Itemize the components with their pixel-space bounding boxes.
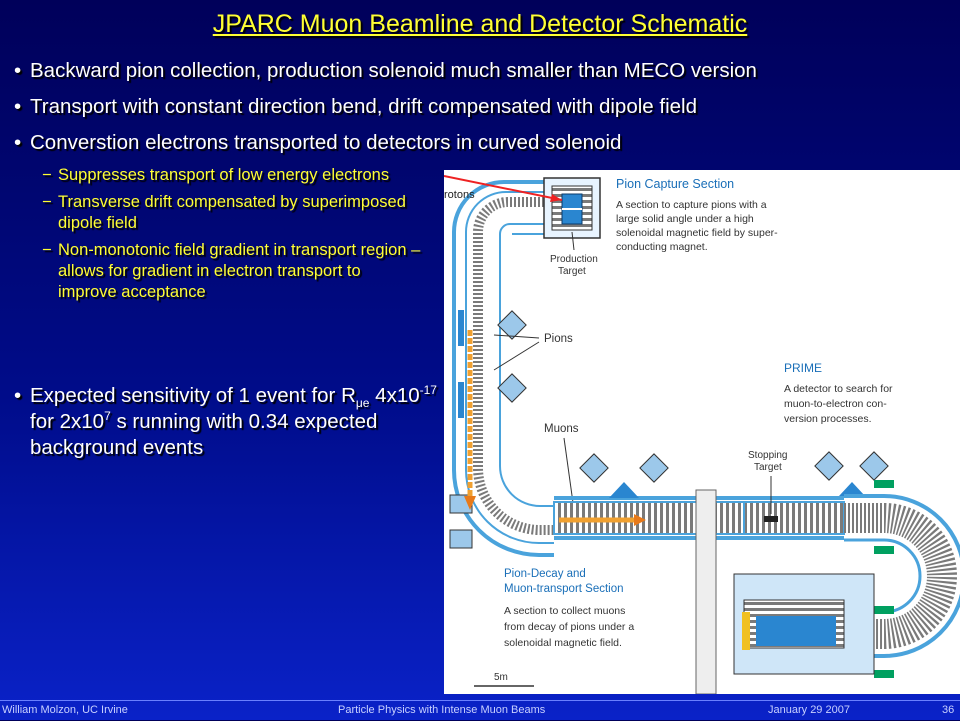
- curved-transport-upper: [452, 180, 564, 557]
- sub-bullet-item: −Transverse drift compensated by superim…: [42, 192, 422, 234]
- pion-capture-solenoid: [543, 177, 601, 239]
- muons-label: Muons: [544, 423, 579, 435]
- main-bullets: • Backward pion collection, production so…: [14, 58, 944, 166]
- bullet-text: Converstion electrons transported to det…: [30, 131, 622, 154]
- proton-arrowhead: [550, 194, 562, 202]
- bullet-text: Transport with constant direction bend, …: [30, 95, 697, 118]
- prime-desc-3: version processes.: [784, 413, 872, 425]
- prime-desc-1: A detector to search for: [784, 383, 893, 395]
- prime-title: PRIME: [784, 361, 822, 375]
- dash-icon: −: [42, 241, 52, 259]
- sensitivity-text-1: Expected sensitivity of 1 event for R: [30, 384, 356, 407]
- beamline-schematic: rotons Pion Capture Section A section to…: [444, 170, 960, 694]
- bullet-icon: •: [14, 384, 22, 407]
- pion-capture-desc-3: solenoidal magnetic field by super-: [616, 227, 778, 239]
- sub-bullet-item: −Non-monotonic field gradient in transpo…: [42, 240, 422, 303]
- stopping-target: [764, 516, 778, 522]
- bullet-icon: •: [14, 131, 22, 154]
- sensitivity-text-4: s running with 0.34 expected background …: [30, 410, 378, 459]
- decay-section-title-1: Pion-Decay and: [504, 568, 586, 580]
- pions-label: Pions: [544, 333, 573, 345]
- stopping-target-label-1: Stopping: [748, 450, 787, 461]
- sub-bullet-text: Non-monotonic field gradient in transpor…: [58, 241, 421, 301]
- prime-ring: [744, 480, 960, 678]
- sub-bullet-text: Suppresses transport of low energy elect…: [58, 166, 390, 184]
- prime-desc-2: muon-to-electron con-: [784, 398, 887, 410]
- detector-solenoid: [733, 573, 875, 675]
- production-target-label-2: Target: [558, 266, 586, 277]
- decay-desc-1: A section to collect muons: [504, 605, 625, 617]
- sensitivity-exponent-1: -17: [419, 383, 437, 398]
- protons-label: rotons: [444, 189, 475, 201]
- pion-collimators: [449, 310, 540, 549]
- decay-desc-2: from decay of pions under a: [504, 621, 634, 633]
- bullet-item: • Transport with constant direction bend,…: [14, 94, 944, 120]
- sub-bullet-text: Transverse drift compensated by superimp…: [58, 193, 406, 232]
- dash-icon: −: [42, 193, 52, 211]
- sub-bullet-item: −Suppresses transport of low energy elec…: [42, 165, 422, 186]
- proton-beam-arrow: [444, 175, 563, 201]
- sub-bullets: −Suppresses transport of low energy elec…: [42, 165, 422, 309]
- decay-section-title-2: Muon-transport Section: [504, 583, 624, 595]
- bullet-text: Backward pion collection, production sol…: [30, 59, 757, 82]
- stopping-target-label-2: Target: [754, 462, 782, 473]
- target-leader: [571, 231, 575, 251]
- muon-collimators: [579, 451, 889, 498]
- dash-icon: −: [42, 166, 52, 184]
- sensitivity-subscript: μe: [355, 396, 370, 411]
- sensitivity-exponent-2: 7: [104, 409, 111, 424]
- slide-footer: William Molzon, UC Irvine Particle Physi…: [0, 700, 960, 721]
- footer-date: January 29 2007: [768, 704, 850, 716]
- pion-capture-desc-4: conducting magnet.: [616, 241, 708, 253]
- footer-author: William Molzon, UC Irvine: [2, 704, 128, 716]
- pion-capture-desc-1: A section to capture pions with a: [616, 199, 767, 211]
- sensitivity-bullet: • Expected sensitivity of 1 event for Rμe…: [14, 383, 440, 461]
- decay-desc-3: solenoidal magnetic field.: [504, 637, 622, 649]
- footer-page-number: 36: [942, 704, 955, 716]
- pion-capture-title: Pion Capture Section: [616, 177, 734, 191]
- sensitivity-text-2: 4x10: [369, 384, 420, 407]
- scale-label: 5m: [494, 672, 508, 683]
- bullet-icon: •: [14, 95, 22, 118]
- production-target-label-1: Production: [550, 254, 598, 265]
- pion-capture-desc-2: large solid angle under a high: [616, 213, 754, 225]
- sensitivity-text-3: for 2x10: [30, 410, 105, 433]
- bullet-item: • Converstion electrons transported to de…: [14, 130, 944, 156]
- footer-talk: Particle Physics with Intense Muon Beams: [338, 704, 546, 716]
- bullet-item: • Backward pion collection, production so…: [14, 58, 944, 84]
- pion-flow-arrowhead: [464, 496, 476, 510]
- muon-flow-arrowhead: [634, 514, 646, 526]
- bullet-icon: •: [14, 59, 22, 82]
- slide-title: JPARC Muon Beamline and Detector Schemat…: [212, 10, 748, 38]
